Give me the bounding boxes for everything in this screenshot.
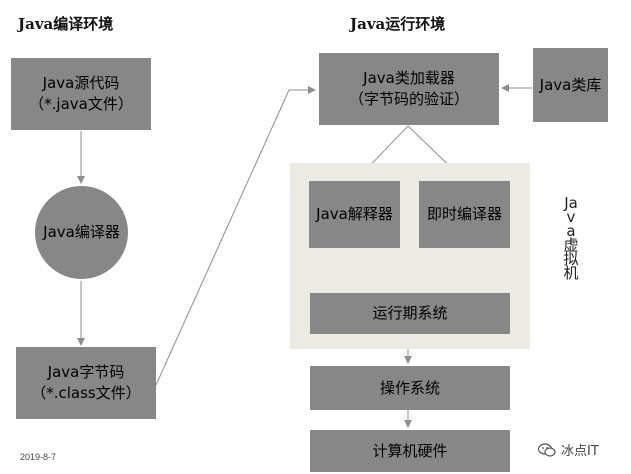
java-compiler-label: Java编译器 xyxy=(43,223,120,241)
java-bytecode-box: Java字节码 （*.class文件） xyxy=(16,347,156,419)
java-bytecode-label: Java字节码 xyxy=(47,363,125,381)
os-box: 操作系统 xyxy=(310,366,510,410)
hardware-label: 计算机硬件 xyxy=(372,441,448,460)
interpreter-box: Java解释器 xyxy=(309,181,400,248)
interpreter-label: Java解释器 xyxy=(316,205,393,223)
watermark: 冰点IT xyxy=(538,440,599,459)
watermark-text: 冰点IT xyxy=(561,444,599,459)
date-stamp: 2019-8-7 xyxy=(20,452,57,462)
java-library-label: Java类库 xyxy=(539,75,602,94)
java-source-ext: （*.java文件） xyxy=(29,95,133,113)
java-source-label: Java源代码 xyxy=(42,74,120,92)
runtime-env-title: Java运行环境 xyxy=(350,15,446,33)
java-source-box: Java源代码 （*.java文件） xyxy=(11,58,151,130)
class-loader-label: Java类加载器 xyxy=(363,69,455,87)
hardware-box: 计算机硬件 xyxy=(310,430,510,472)
java-compiler-circle: Java编译器 xyxy=(35,186,128,279)
java-bytecode-ext: （*.class文件） xyxy=(31,384,141,402)
runtime-system-label: 运行期系统 xyxy=(372,304,448,322)
compile-env-title: Java编译环境 xyxy=(18,15,114,33)
arrow-bytecode-to-loader xyxy=(155,86,316,386)
os-label: 操作系统 xyxy=(379,378,440,397)
jit-compiler-box: 即时编译器 xyxy=(419,181,510,248)
wechat-icon xyxy=(538,442,556,457)
java-library-box: Java类库 xyxy=(533,48,608,122)
jit-compiler-label: 即时编译器 xyxy=(426,205,502,223)
class-loader-box: Java类加载器 （字节码的验证） xyxy=(319,53,499,125)
class-loader-sub: （字节码的验证） xyxy=(348,90,469,108)
jvm-vertical-label: Java虚拟机 xyxy=(563,194,579,282)
runtime-system-box: 运行期系统 xyxy=(310,293,510,334)
